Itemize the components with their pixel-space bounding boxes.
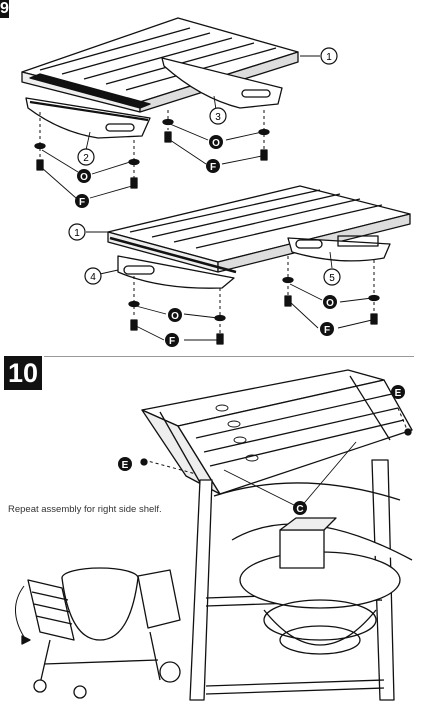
- callout-hw-F-b: F: [206, 159, 220, 173]
- callout-hw-O-d: O: [323, 295, 337, 309]
- svg-text:F: F: [79, 197, 85, 208]
- svg-text:3: 3: [215, 112, 221, 123]
- step-9-label: 9: [0, 0, 9, 18]
- svg-text:F: F: [210, 162, 216, 173]
- instruction-note: Repeat assembly for right side shelf.: [8, 504, 162, 515]
- svg-text:O: O: [80, 172, 88, 183]
- bolts-group-b: [128, 276, 380, 345]
- callout-part-2: 2: [77, 148, 95, 166]
- callout-part-1-a: 1: [320, 47, 338, 65]
- svg-text:E: E: [395, 388, 402, 399]
- callout-part-3: 3: [209, 107, 227, 125]
- callout-hw-F-a: F: [75, 194, 89, 208]
- callout-hw-F-d: F: [320, 322, 334, 336]
- svg-text:E: E: [122, 460, 129, 471]
- inset-grill: [15, 567, 181, 699]
- hardware-step10: [140, 428, 412, 466]
- callout-part-1-b: 1: [68, 223, 86, 241]
- svg-text:5: 5: [329, 273, 335, 284]
- svg-text:F: F: [169, 336, 175, 347]
- bracket-part-2: [25, 97, 151, 139]
- svg-text:4: 4: [90, 272, 96, 283]
- shelf-attached: [141, 369, 413, 495]
- svg-text:O: O: [171, 311, 179, 322]
- bracket-part-5: [287, 235, 391, 262]
- shelf-top-b: [107, 185, 411, 274]
- bolts-group-a: [34, 118, 270, 189]
- callout-hw-F-c: F: [165, 333, 179, 347]
- callout-hw-O-a: O: [77, 169, 91, 183]
- svg-text:C: C: [296, 504, 303, 515]
- callout-part-5: 5: [323, 268, 341, 286]
- callout-hw-O-c: O: [168, 308, 182, 322]
- callout-hw-E-right: E: [391, 385, 405, 399]
- svg-text:O: O: [326, 298, 334, 309]
- callout-part-4: 4: [84, 267, 102, 285]
- callout-hw-E-left: E: [118, 457, 132, 471]
- svg-text:F: F: [324, 325, 330, 336]
- callout-hw-C: C: [293, 501, 307, 515]
- step-10-label: 10: [4, 356, 42, 390]
- grill-frame: [189, 459, 413, 701]
- svg-text:1: 1: [326, 52, 332, 63]
- svg-text:2: 2: [83, 153, 89, 164]
- svg-text:1: 1: [74, 228, 80, 239]
- shelf-top-a: [21, 17, 299, 113]
- bracket-part-4: [117, 255, 235, 289]
- svg-text:O: O: [212, 138, 220, 149]
- bracket-part-3: [161, 57, 283, 109]
- callout-hw-O-b: O: [209, 135, 223, 149]
- section-divider: [44, 356, 414, 357]
